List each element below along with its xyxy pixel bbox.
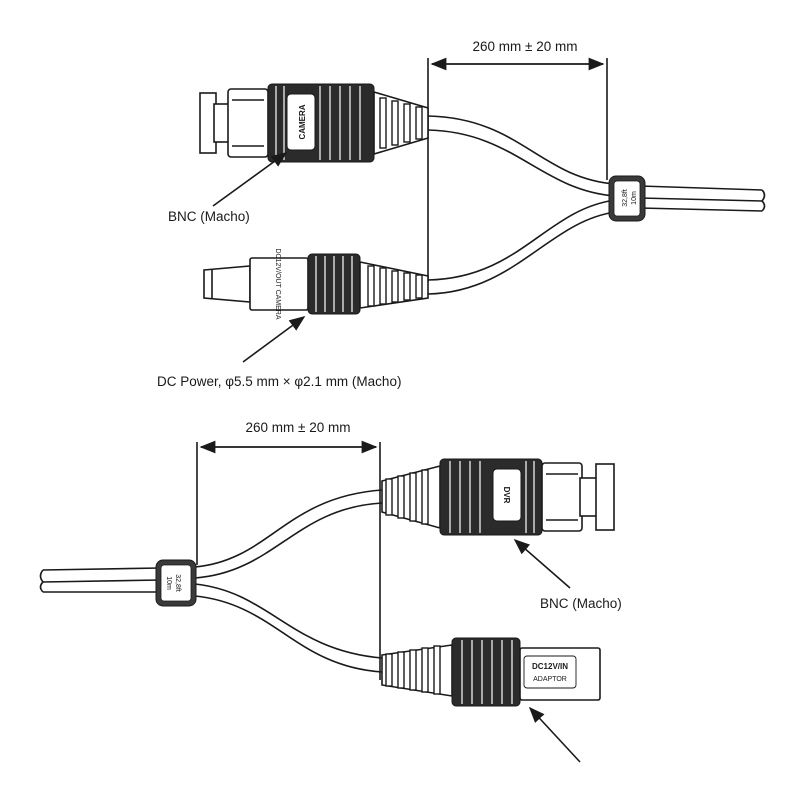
bottom-dc-tag-line2: ADAPTOR bbox=[533, 676, 567, 683]
bottom-assembly: 260 mm ± 20 mm 32,8ft 10m bbox=[39, 420, 622, 763]
top-bnc-callout-label: BNC (Macho) bbox=[168, 209, 250, 224]
bottom-cables bbox=[39, 489, 383, 673]
bottom-cable-tag: 32,8ft 10m bbox=[155, 559, 197, 607]
top-cable-tag-line2: 10m bbox=[631, 191, 638, 205]
bottom-bnc-connector: DVR bbox=[381, 458, 615, 536]
top-assembly: 260 mm ± 20 mm 32,8ft 10m bbox=[157, 39, 766, 389]
bottom-dimension-label: 260 mm ± 20 mm bbox=[246, 420, 351, 435]
top-dc-tag: DC12V/OUT CAMERA bbox=[274, 248, 281, 319]
top-cable-tag: 32,8ft 10m bbox=[608, 175, 646, 222]
bottom-bnc-tag: DVR bbox=[502, 487, 511, 504]
top-dc-callout: DC Power, φ5.5 mm × φ2.1 mm (Macho) bbox=[157, 316, 401, 389]
top-bnc-tag: CAMERA bbox=[298, 104, 307, 139]
bottom-bnc-callout: BNC (Macho) bbox=[513, 538, 622, 611]
bottom-dc-callout bbox=[528, 706, 581, 763]
top-dc-callout-label: DC Power, φ5.5 mm × φ2.1 mm (Macho) bbox=[157, 374, 401, 389]
top-cable-tag-line1: 32,8ft bbox=[622, 189, 629, 207]
bottom-dc-tag-line1: DC12V/IN bbox=[532, 662, 568, 671]
top-dimension-label: 260 mm ± 20 mm bbox=[473, 39, 578, 54]
top-bnc-callout: BNC (Macho) bbox=[168, 152, 288, 224]
top-cables bbox=[427, 115, 766, 295]
bottom-dc-connector: DC12V/IN ADAPTOR bbox=[381, 637, 601, 707]
bottom-bnc-callout-label: BNC (Macho) bbox=[540, 596, 622, 611]
bottom-cable-tag-line2: 10m bbox=[165, 576, 172, 590]
top-dc-connector: DC12V/OUT CAMERA bbox=[203, 248, 429, 320]
top-bnc-connector: CAMERA bbox=[199, 83, 429, 163]
bottom-cable-tag-line1: 32,8ft bbox=[174, 574, 181, 592]
top-dimension: 260 mm ± 20 mm bbox=[427, 39, 608, 282]
bottom-dimension: 260 mm ± 20 mm bbox=[196, 420, 381, 680]
